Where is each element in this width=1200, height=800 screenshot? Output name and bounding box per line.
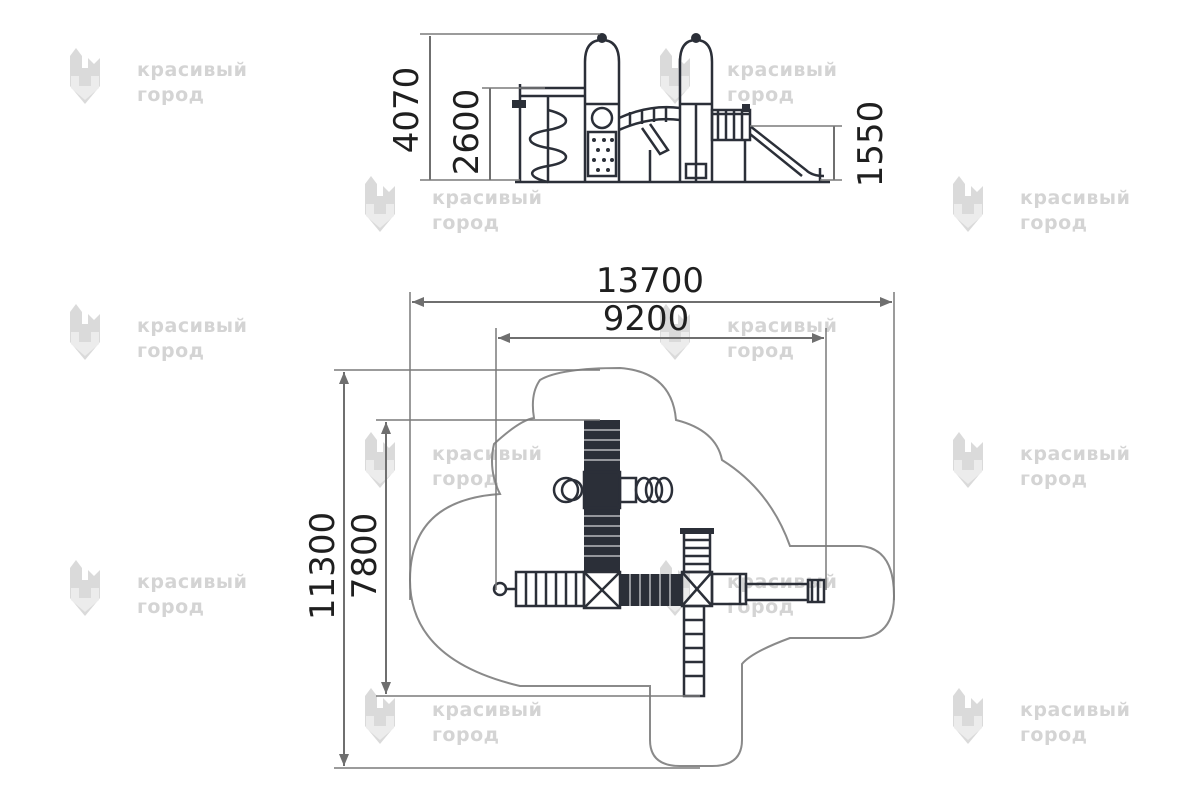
watermark: красивый город [660,304,837,362]
dim-zone-depth: 11300 [303,512,343,620]
side-elevation-view: 4070 2600 1550 [387,33,891,187]
slide-platform [710,104,825,182]
watermark-line1: красивый [137,59,247,81]
side-dimension-lines [420,33,842,181]
horizontal-platform-row [492,570,826,610]
watermark: красивый город [70,48,247,106]
watermark-logo-icon [660,48,690,104]
watermark: красивый город [953,432,1130,490]
watermark-line1: красивый [1020,699,1130,721]
watermark-line1: красивый [432,187,542,209]
watermark-logo-icon [365,432,395,488]
watermark: красивый город [953,176,1130,234]
watermark: красивый город [660,48,837,106]
watermark-line1: красивый [137,315,247,337]
watermark-logo-icon [953,688,983,744]
watermark-line2: город [727,84,794,106]
watermark-line2: город [137,84,204,106]
watermark-line2: город [137,596,204,618]
plan-view: 13700 9200 11300 7800 [303,261,896,769]
watermark-line2: город [727,340,794,362]
lower-ladder [682,604,706,698]
watermark-line2: город [727,596,794,618]
watermark-line2: город [432,468,499,490]
upper-ladder [680,528,714,574]
dim-zone-width: 13700 [596,261,704,301]
watermark-line1: красивый [727,315,837,337]
tower-left [583,33,621,182]
safety-zone-outline [408,366,896,767]
watermark: красивый город [660,560,837,618]
watermark-line2: город [432,212,499,234]
watermark-line2: город [432,724,499,746]
watermark-logo-icon [365,176,395,232]
watermark-logo-icon [70,560,100,616]
watermark-line2: город [1020,724,1087,746]
vertical-walkway [584,420,620,572]
dim-total-height: 4070 [387,67,427,154]
dim-equipment-depth: 7800 [345,513,385,600]
tunnel-bridge [618,105,681,182]
tower-right [678,33,714,182]
watermark-line1: красивый [432,443,542,465]
watermark: красивый город [365,432,542,490]
watermark-layer: красивыйгородкрасивыйгородкрасивыйгородк… [70,48,1130,746]
watermark-logo-icon [953,176,983,232]
watermark: красивый город [70,560,247,618]
watermark-logo-icon [70,304,100,360]
watermark: красивый город [953,688,1130,746]
watermark-line2: город [1020,468,1087,490]
watermark-line1: красивый [432,699,542,721]
watermark: красивый город [365,688,542,746]
dim-slide-height: 1550 [851,101,891,188]
watermark: красивый город [70,304,247,362]
watermark-line1: красивый [727,59,837,81]
horizontal-bar-frame [512,84,585,182]
watermark-line1: красивый [1020,443,1130,465]
watermark-line2: город [1020,212,1087,234]
watermark-logo-icon [953,432,983,488]
watermark-logo-icon [70,48,100,104]
watermark-line1: красивый [1020,187,1130,209]
plan-dimension-lines [334,292,895,769]
watermark-line2: город [137,340,204,362]
dim-equipment-width: 9200 [603,299,690,339]
watermark: красивый город [365,176,542,234]
spiral-climber [528,108,568,184]
upper-tower-platform [552,470,674,510]
watermark-line1: красивый [727,571,837,593]
dim-platform-height: 2600 [447,89,487,176]
watermark-line1: красивый [137,571,247,593]
